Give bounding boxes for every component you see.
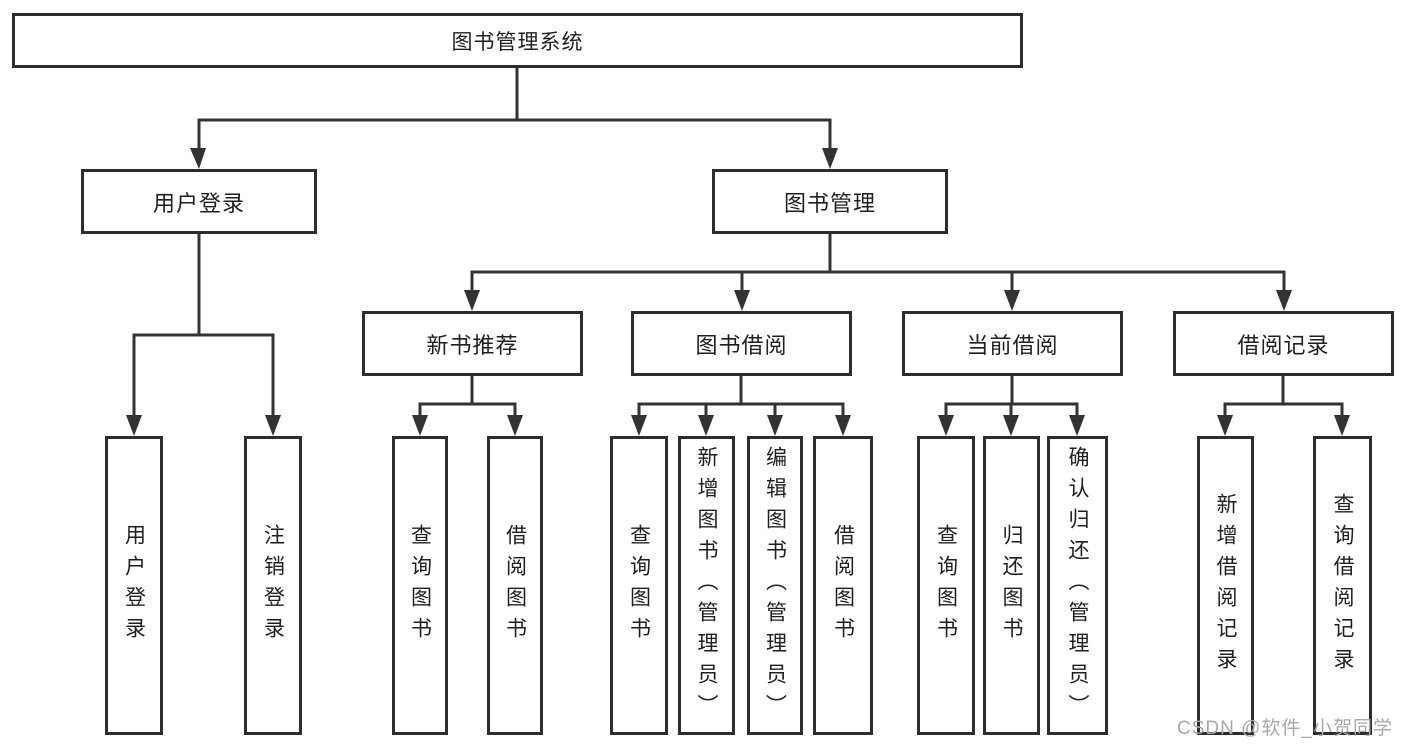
node-label: 用户登录 [152,190,245,216]
leaf-query-books-recommend: 查询图书 [392,436,448,735]
node-label: 新增图书（管理员） [695,446,718,725]
leaf-query-books-current: 查询图书 [917,436,975,735]
node-label: 新增借阅记录 [1214,492,1237,679]
node-label: 新书推荐 [426,332,519,358]
leaf-user-login: 用户登录 [105,436,163,735]
node-book-borrowing: 图书借阅 [631,311,852,376]
leaf-query-books-borrow: 查询图书 [610,436,668,735]
leaf-logout: 注销登录 [244,436,302,735]
node-label: 查询图书 [408,523,432,648]
leaf-borrow-books: 借阅图书 [813,436,873,735]
csdn-watermark: CSDN @软件_小贺同学 [1177,718,1393,739]
node-label: 图书借阅 [695,332,788,358]
node-book-management-branch: 图书管理 [712,169,948,234]
node-borrowing-records: 借阅记录 [1173,311,1394,376]
leaf-return-books: 归还图书 [983,436,1040,735]
node-library-management-system: 图书管理系统 [12,13,1023,68]
leaf-confirm-return-admin: 确认归还（管理员） [1047,436,1108,735]
node-label: 当前借阅 [966,332,1059,358]
leaf-borrow-books-recommend: 借阅图书 [487,436,543,735]
node-label: 归还图书 [1000,523,1023,648]
node-label: 用户登录 [122,523,146,648]
node-label: 借阅记录 [1237,332,1330,358]
node-label: 图书管理 [783,190,876,216]
node-label: 图书管理系统 [451,30,584,54]
node-label: 查询图书 [627,523,651,648]
node-label: 借阅图书 [503,523,527,648]
node-label: 编辑图书（管理员） [763,446,787,725]
node-label: 注销登录 [261,523,285,648]
node-label: 查询借阅记录 [1331,492,1354,679]
leaf-add-borrow-record: 新增借阅记录 [1197,436,1254,735]
node-label: 查询图书 [934,523,958,648]
node-user-login-branch: 用户登录 [81,169,317,234]
node-new-book-recommendation: 新书推荐 [362,311,583,376]
node-label: 借阅图书 [831,523,855,648]
leaf-query-borrow-record: 查询借阅记录 [1313,436,1372,735]
node-label: 确认归还（管理员） [1066,446,1089,725]
leaf-edit-books-admin: 编辑图书（管理员） [747,436,803,735]
node-current-borrowing: 当前借阅 [902,311,1123,376]
leaf-add-books-admin: 新增图书（管理员） [678,436,735,735]
